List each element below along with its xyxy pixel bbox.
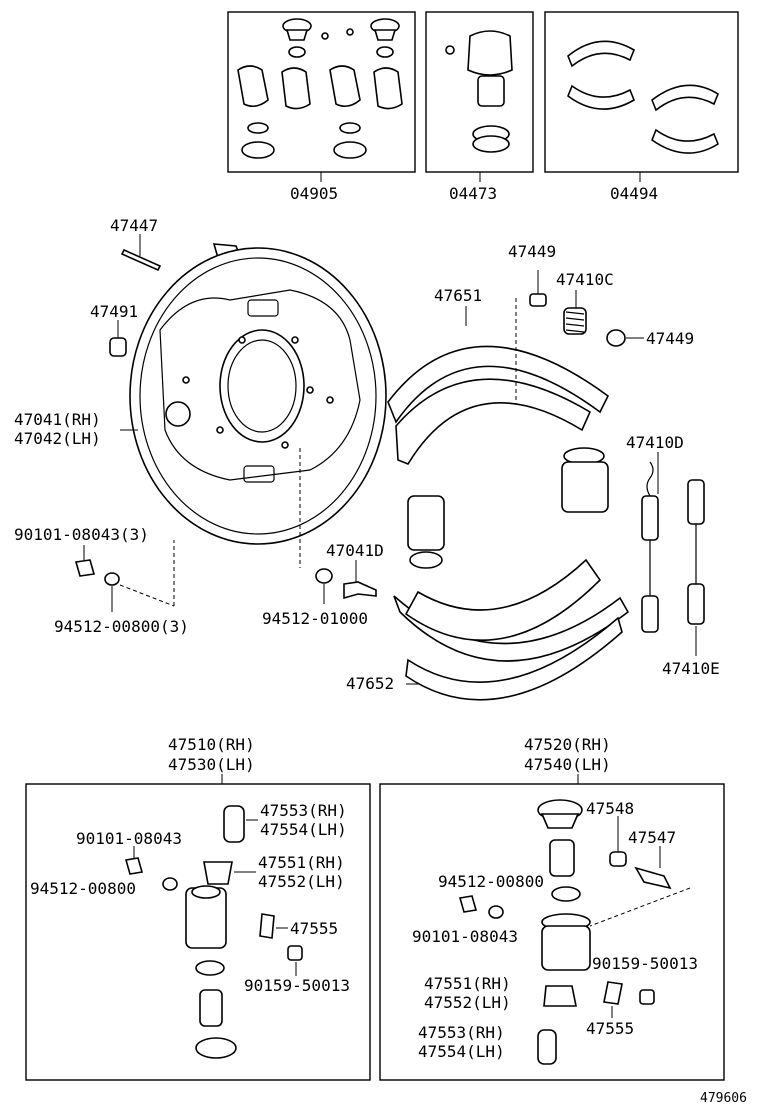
left-cylinder-box bbox=[25, 783, 371, 1081]
diagram-id: 479606 bbox=[700, 1091, 747, 1106]
label-47410e: 47410E bbox=[662, 659, 720, 678]
label-94512-00800-3: 94512-00800(3) bbox=[54, 617, 189, 636]
backing-plate bbox=[129, 243, 387, 545]
label-right-94512: 94512-00800 bbox=[438, 872, 544, 891]
label-47042-lh: 47042(LH) bbox=[14, 429, 101, 448]
label-right-47554: 47554(LH) bbox=[418, 1042, 505, 1061]
part-wheel-cylinder-left bbox=[407, 495, 445, 569]
part-47449-right-clip bbox=[606, 329, 644, 347]
label-left-90101: 90101-08043 bbox=[76, 829, 182, 848]
label-right-47555: 47555 bbox=[586, 1019, 634, 1038]
label-left-47552: 47552(LH) bbox=[258, 872, 345, 891]
kit-label-04473: 04473 bbox=[449, 184, 497, 203]
right-box-header-rh: 47520(RH) bbox=[524, 735, 611, 754]
kit-label-04494: 04494 bbox=[610, 184, 658, 203]
label-94512-01000: 94512-01000 bbox=[262, 609, 368, 628]
label-47410c: 47410C bbox=[556, 270, 614, 289]
right-box-header-lh: 47540(LH) bbox=[524, 755, 611, 774]
part-47651-upper-shoe bbox=[387, 306, 610, 465]
part-47447-pin bbox=[120, 234, 162, 272]
part-47410c-spring bbox=[563, 290, 587, 335]
part-90101-bolt-set bbox=[74, 540, 175, 612]
label-left-47555: 47555 bbox=[290, 919, 338, 938]
label-right-90159: 90159-50013 bbox=[592, 954, 698, 973]
label-47410d: 47410D bbox=[626, 433, 684, 452]
label-right-47548: 47548 bbox=[586, 799, 634, 818]
label-47652: 47652 bbox=[346, 674, 394, 693]
label-left-90159: 90159-50013 bbox=[244, 976, 350, 995]
label-right-90101: 90101-08043 bbox=[412, 927, 518, 946]
left-box-header-rh: 47510(RH) bbox=[168, 735, 255, 754]
left-box-header-lh: 47530(LH) bbox=[168, 755, 255, 774]
part-47491-plug bbox=[109, 320, 127, 357]
part-47449-top-clip bbox=[515, 270, 547, 404]
label-left-94512: 94512-00800 bbox=[30, 879, 136, 898]
part-47041d-bolt bbox=[299, 448, 377, 604]
part-47410d-spring bbox=[641, 452, 659, 633]
label-47041-rh: 47041(RH) bbox=[14, 410, 101, 429]
label-right-47552: 47552(LH) bbox=[424, 993, 511, 1012]
part-wheel-cylinder-right bbox=[561, 447, 609, 513]
kit-box-04473 bbox=[425, 11, 534, 182]
label-right-47547: 47547 bbox=[628, 828, 676, 847]
label-47041d: 47041D bbox=[326, 541, 384, 560]
label-right-47551: 47551(RH) bbox=[424, 974, 511, 993]
kit-label-04905: 04905 bbox=[290, 184, 338, 203]
label-left-47553: 47553(RH) bbox=[260, 801, 347, 820]
label-47449-right: 47449 bbox=[646, 329, 694, 348]
part-47652-lower-shoe bbox=[393, 558, 630, 701]
part-47410e-spring bbox=[687, 479, 705, 656]
label-left-47551: 47551(RH) bbox=[258, 853, 345, 872]
label-47491: 47491 bbox=[90, 302, 138, 321]
kit-box-04494 bbox=[544, 11, 739, 182]
label-47447: 47447 bbox=[110, 216, 158, 235]
label-90101-08043-3: 90101-08043(3) bbox=[14, 525, 149, 544]
right-cylinder-box bbox=[379, 783, 725, 1081]
label-left-47554: 47554(LH) bbox=[260, 820, 347, 839]
kit-box-04905 bbox=[227, 11, 416, 182]
label-47449-top: 47449 bbox=[508, 242, 556, 261]
label-47651: 47651 bbox=[434, 286, 482, 305]
label-right-47553: 47553(RH) bbox=[418, 1023, 505, 1042]
